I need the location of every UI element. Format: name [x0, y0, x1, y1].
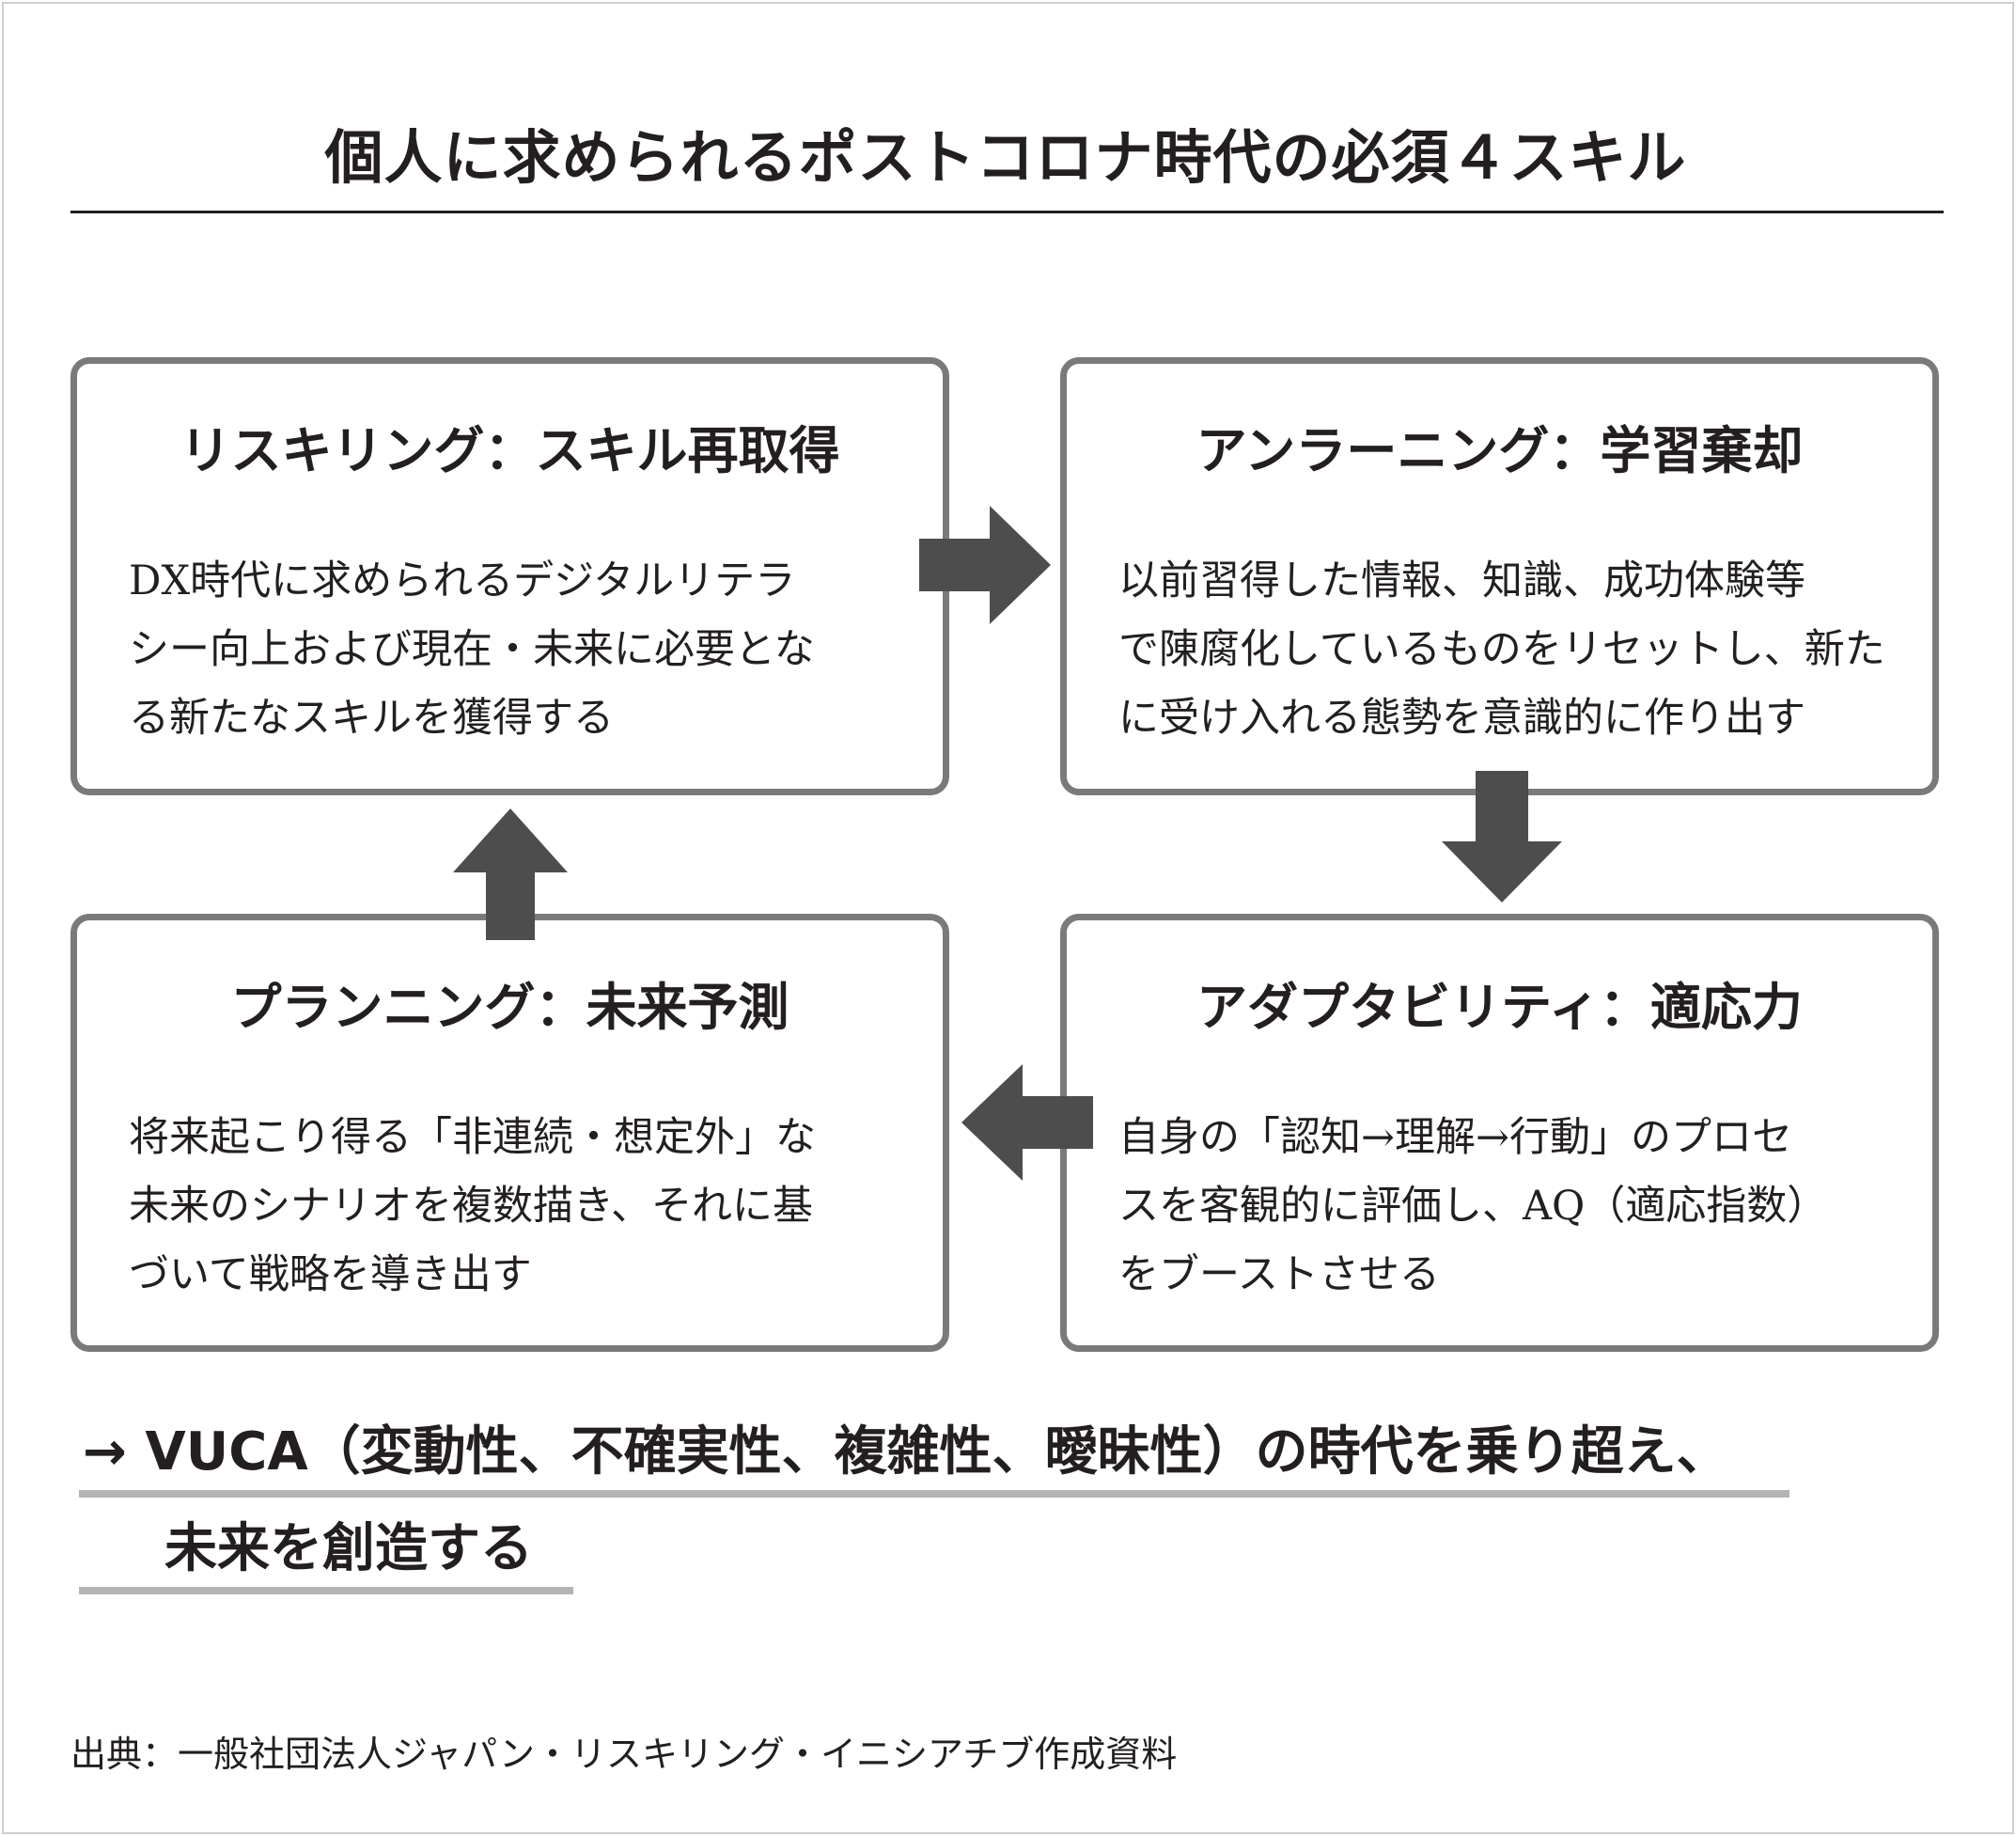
- adaptability-box: アダプタビリティ：適応力 自身の「認知→理解→行動」のプロセ スを客観的に評価し…: [1060, 914, 1939, 1352]
- adaptability-desc-line: 自身の「認知→理解→行動」のプロセ: [1118, 1114, 1793, 1161]
- conclusion-line-1: → VUCA（変動性、不確実性、複雑性、曖昧性）の時代を乗り超え、: [83, 1421, 1729, 1483]
- conclusion-line-2: 未来を創造する: [164, 1518, 533, 1579]
- planning-box: プランニング：未来予測 将来起こり得る「非連続・想定外」な 未来のシナリオを複数…: [70, 914, 949, 1352]
- adaptability-desc-line: をブーストさせる: [1118, 1251, 1440, 1298]
- reskilling-box: リスキリング：スキル再取得 DX時代に求められるデジタルリテラ シー向上および現…: [70, 357, 949, 795]
- source-note: 出典：一般社団法人ジャパン・リスキリング・イニシアチブ作成資料: [70, 1734, 1178, 1775]
- conclusion-underline-1: [79, 1490, 1789, 1498]
- reskilling-desc-line: シー向上および現在・未来に必要とな: [129, 626, 815, 673]
- page-title: 個人に求められるポストコロナ時代の必須４スキル: [324, 123, 1687, 192]
- arrow-left-icon: [961, 1064, 1093, 1181]
- conclusion-underline-2: [79, 1587, 573, 1594]
- planning-desc-line: づいて戦略を導き出す: [129, 1251, 532, 1298]
- planning-desc-line: 未来のシナリオを複数描き、それに基: [129, 1183, 813, 1230]
- adaptability-description: 自身の「認知→理解→行動」のプロセ スを客観的に評価し、AQ（適応指数） をブー…: [1118, 1104, 1899, 1310]
- reskilling-title: リスキリング：スキル再取得: [180, 421, 840, 480]
- planning-title: プランニング：未来予測: [230, 978, 789, 1037]
- unlearning-title: アンラーニング：学習棄却: [1196, 421, 1804, 480]
- adaptability-title: アダプタビリティ：適応力: [1196, 978, 1803, 1037]
- reskilling-description: DX時代に求められるデジタルリテラ シー向上および現在・未来に必要とな る新たな…: [129, 547, 909, 753]
- planning-desc-line: 将来起こり得る「非連続・想定外」な: [129, 1114, 816, 1161]
- unlearning-description: 以前習得した情報、知識、成功体験等 で陳腐化しているものをリセットし、新た に受…: [1118, 547, 1899, 753]
- unlearning-desc-line: 以前習得した情報、知識、成功体験等: [1118, 557, 1805, 604]
- unlearning-desc-line: に受け入れる態勢を意識的に作り出す: [1118, 695, 1805, 742]
- arrow-down-icon: [1442, 771, 1562, 902]
- planning-description: 将来起こり得る「非連続・想定外」な 未来のシナリオを複数描き、それに基 づいて戦…: [129, 1104, 909, 1310]
- adaptability-desc-line: スを客観的に評価し、AQ（適応指数）: [1118, 1183, 1828, 1230]
- reskilling-desc-line: る新たなスキルを獲得する: [129, 695, 614, 742]
- arrow-up-icon: [453, 808, 568, 940]
- title-divider: [70, 211, 1944, 213]
- unlearning-box: アンラーニング：学習棄却 以前習得した情報、知識、成功体験等 で陳腐化しているも…: [1060, 357, 1939, 795]
- unlearning-desc-line: で陳腐化しているものをリセットし、新た: [1118, 626, 1885, 673]
- arrow-right-icon: [919, 506, 1051, 624]
- reskilling-desc-line: DX時代に求められるデジタルリテラ: [129, 557, 796, 604]
